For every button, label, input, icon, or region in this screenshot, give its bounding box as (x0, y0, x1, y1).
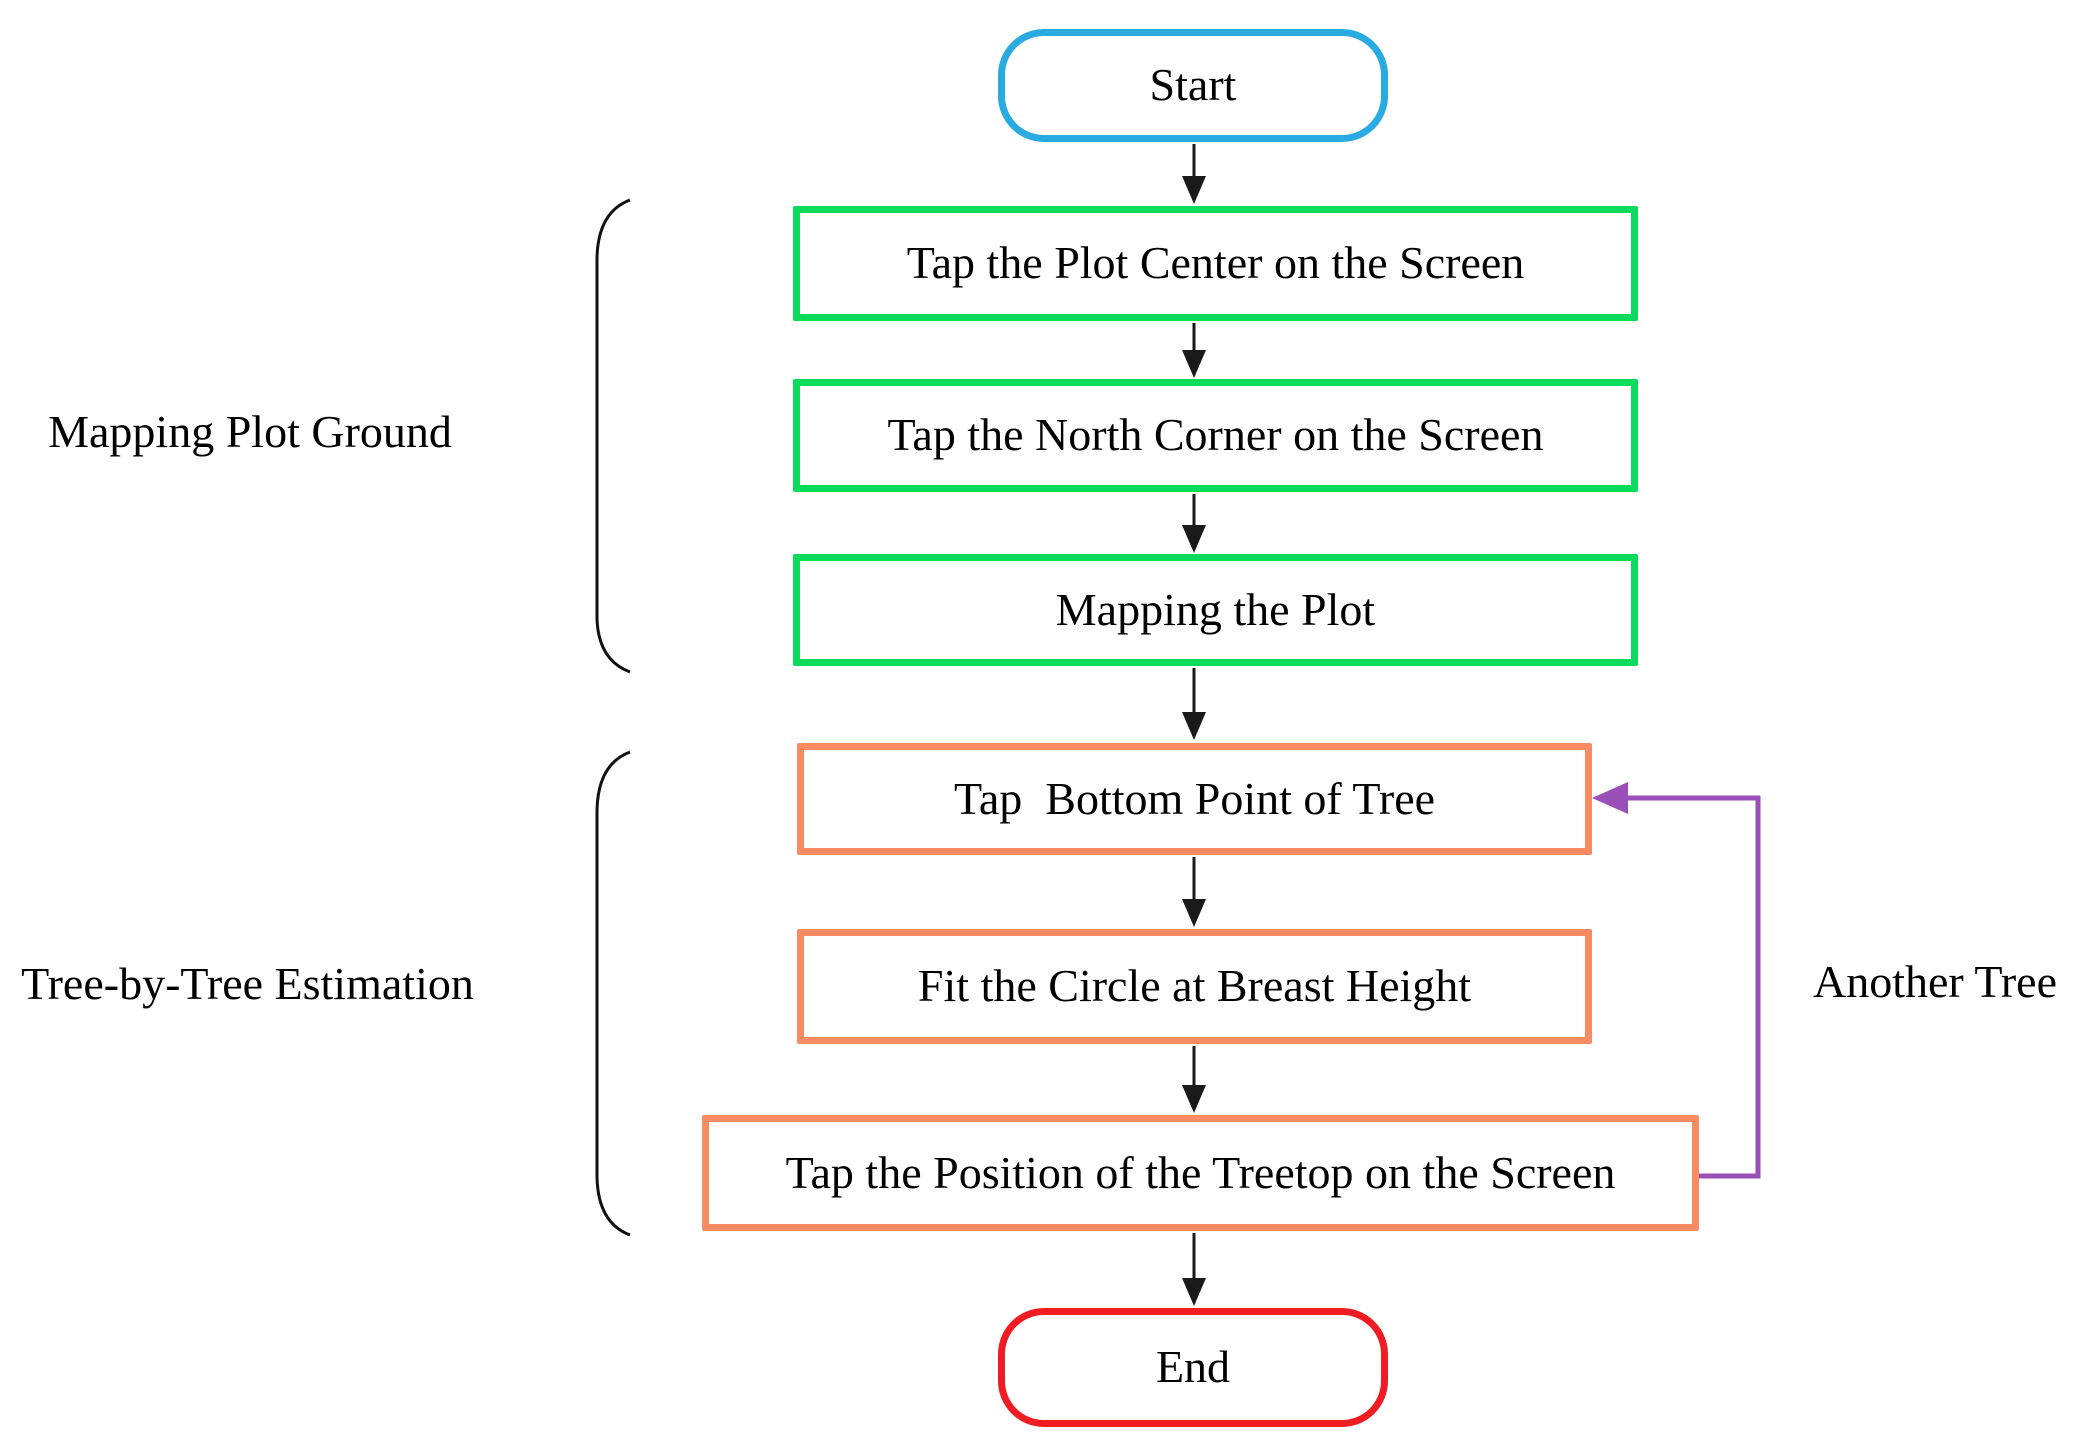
step-label: Mapping the Plot (1055, 583, 1376, 635)
step-label: Tap the Position of the Treetop on the S… (785, 1146, 1616, 1198)
step-label: Tap Bottom Point of Tree (953, 772, 1436, 824)
end-label: End (1155, 1341, 1231, 1393)
step-tap-plot-center: Tap the Plot Center on the Screen (793, 206, 1638, 321)
arrowhead (1182, 712, 1206, 740)
loop-label-another-tree: Another Tree (1812, 956, 2058, 1007)
group-label-tree-by-tree-estimation: Tree-by-Tree Estimation (21, 958, 474, 1009)
arrowhead (1182, 350, 1206, 378)
step-fit-circle-breast-height: Fit the Circle at Breast Height (797, 929, 1592, 1044)
arrowhead (1182, 1278, 1206, 1306)
start-node: Start (998, 29, 1388, 142)
step-tap-treetop-position: Tap the Position of the Treetop on the S… (702, 1115, 1699, 1231)
end-node: End (998, 1308, 1388, 1427)
step-tap-bottom-point: Tap Bottom Point of Tree (797, 743, 1592, 855)
arrowhead (1182, 176, 1206, 204)
step-label: Fit the Circle at Breast Height (917, 960, 1472, 1012)
loop-arrowhead (1592, 782, 1628, 814)
brace-mapping-group (595, 198, 631, 674)
step-tap-north-corner: Tap the North Corner on the Screen (793, 379, 1638, 492)
arrowhead (1182, 1085, 1206, 1113)
group-label-mapping-plot-ground: Mapping Plot Ground (48, 406, 452, 457)
brace-tree-group (595, 750, 631, 1237)
step-mapping-the-plot: Mapping the Plot (793, 554, 1638, 666)
step-label: Tap the North Corner on the Screen (887, 409, 1544, 461)
start-label: Start (1149, 59, 1237, 111)
arrowhead (1182, 525, 1206, 553)
step-label: Tap the Plot Center on the Screen (906, 237, 1525, 289)
arrowhead (1182, 899, 1206, 927)
